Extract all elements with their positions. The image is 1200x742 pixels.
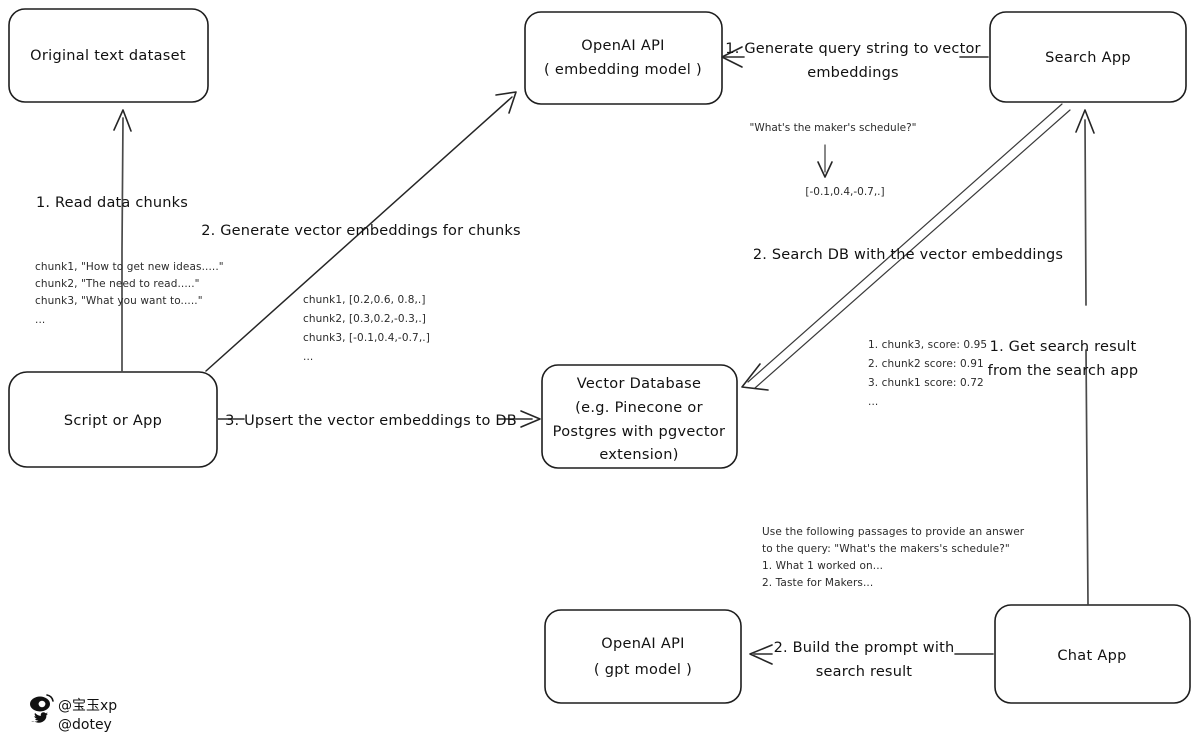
edge-get-search-result: 1. Get search result from the search app <box>988 109 1139 605</box>
node-box-openai-api-gpt[interactable] <box>544 609 742 704</box>
annotation-prompt-line-3: 1. What 1 worked on... <box>762 560 883 572</box>
node-box-original-text-dataset[interactable] <box>8 8 209 103</box>
edge-label-get-search-result-line2: from the search app <box>988 363 1139 379</box>
signature-weibo-handle: @宝玉xp <box>58 698 117 714</box>
node-label-openai-api-embedding-line1: OpenAI API <box>581 38 664 54</box>
node-label-chat-app: Chat App <box>1057 648 1126 664</box>
edge-label-generate-query-string-line2: embeddings <box>807 65 899 81</box>
signature-twitter-handle: @dotey <box>58 717 112 733</box>
annotation-query-string: "What's the maker's schedule?" <box>750 122 917 134</box>
edge-line-get-search-result-lower <box>1085 349 1089 605</box>
edge-label-generate-vector-embeddings: 2. Generate vector embeddings for chunks <box>201 223 521 239</box>
arrowhead-read-data-chunks <box>113 109 132 132</box>
annotation-search-results-note: 1. chunk3, score: 0.95 2. chunk2 score: … <box>868 339 987 408</box>
annotation-embedded-chunks-line-3: chunk3, [-0.1,0.4,-0.7,.] <box>303 332 430 344</box>
edge-generate-vector-embeddings: 2. Generate vector embeddings for chunks <box>201 91 521 372</box>
annotation-raw-chunks-line-4: ... <box>35 314 45 326</box>
edge-upsert-to-db: 3. Upsert the vector embeddings to DB <box>216 410 541 429</box>
edge-line-generate-vector-embeddings <box>205 96 513 372</box>
annotation-search-results-line-1: 1. chunk3, score: 0.95 <box>868 339 987 351</box>
node-search-app[interactable]: Search App <box>989 11 1187 103</box>
node-label-openai-api-embedding-line2: ( embedding model ) <box>544 62 702 78</box>
node-label-openai-api-gpt-line1: OpenAI API <box>601 636 684 652</box>
node-label-original-text-dataset: Original text dataset <box>30 48 186 64</box>
annotation-prompt-line-2: to the query: "What's the makers's sched… <box>762 543 1010 555</box>
annotation-raw-chunks-line-2: chunk2, "The need to read....." <box>35 278 200 290</box>
edge-label-search-db: 2. Search DB with the vector embeddings <box>753 247 1063 263</box>
edge-build-prompt: 2. Build the prompt with search result <box>749 640 994 680</box>
weibo-icon <box>30 694 54 712</box>
edge-line-read-data-chunks <box>121 117 124 373</box>
annotation-transform-arrowhead <box>817 161 833 178</box>
arrowhead-generate-query-string <box>721 46 743 68</box>
annotation-embedded-chunks-note: chunk1, [0.2,0.6, 0.8,.] chunk2, [0.3,0.… <box>303 294 430 363</box>
edge-line-search-db-a <box>747 103 1063 383</box>
annotation-query-transform-note: "What's the maker's schedule?" [-0.1,0.4… <box>750 122 917 198</box>
node-box-search-app[interactable] <box>989 11 1187 103</box>
annotation-search-results-line-2: 2. chunk2 score: 0.91 <box>868 358 984 370</box>
node-label-script-or-app: Script or App <box>64 413 162 429</box>
node-openai-api-embedding[interactable]: OpenAI API ( embedding model ) <box>524 11 723 105</box>
edge-label-generate-query-string-line1: 1. Generate query string to vector <box>725 41 980 57</box>
node-box-openai-api-embedding[interactable] <box>524 11 723 105</box>
signature-watermark: @宝玉xp @dotey <box>30 694 117 733</box>
node-label-vector-database-line1: Vector Database <box>577 376 702 392</box>
edge-search-db: 2. Search DB with the vector embeddings <box>741 103 1071 391</box>
annotation-embedded-chunks-line-2: chunk2, [0.3,0.2,-0.3,.] <box>303 313 426 325</box>
edge-label-build-prompt-line1: 2. Build the prompt with <box>774 640 955 656</box>
node-original-text-dataset[interactable]: Original text dataset <box>8 8 209 103</box>
node-label-openai-api-gpt-line2: ( gpt model ) <box>594 662 692 678</box>
arrowhead-get-search-result <box>1075 109 1095 134</box>
annotation-search-results-line-3: 3. chunk1 score: 0.72 <box>868 377 984 389</box>
annotation-prompt-line-1: Use the following passages to provide an… <box>762 526 1025 538</box>
node-openai-api-gpt[interactable]: OpenAI API ( gpt model ) <box>544 609 742 704</box>
node-label-vector-database-line2: (e.g. Pinecone or <box>575 400 703 416</box>
node-script-or-app[interactable]: Script or App <box>8 371 218 468</box>
node-label-vector-database-line4: extension) <box>599 447 678 463</box>
annotation-search-results-line-4: ... <box>868 396 878 408</box>
annotation-prompt-note: Use the following passages to provide an… <box>762 526 1025 589</box>
arrowhead-build-prompt <box>749 644 773 665</box>
annotation-embedded-chunks-line-4: ... <box>303 351 313 363</box>
twitter-icon <box>31 712 49 723</box>
node-chat-app[interactable]: Chat App <box>994 604 1191 704</box>
edge-label-build-prompt-line2: search result <box>816 664 913 680</box>
node-box-chat-app[interactable] <box>994 604 1191 704</box>
edge-generate-query-string: 1. Generate query string to vector embed… <box>721 41 989 81</box>
arrowhead-search-db <box>741 363 769 391</box>
annotation-query-vector: [-0.1,0.4,-0.7,.] <box>805 186 884 198</box>
node-vector-database[interactable]: Vector Database (e.g. Pinecone or Postgr… <box>541 364 738 469</box>
annotation-embedded-chunks-line-1: chunk1, [0.2,0.6, 0.8,.] <box>303 294 426 306</box>
annotation-raw-chunks-note: chunk1, "How to get new ideas....." chun… <box>35 261 224 326</box>
node-box-vector-database[interactable] <box>541 364 738 469</box>
annotation-raw-chunks-line-1: chunk1, "How to get new ideas....." <box>35 261 224 273</box>
edge-label-read-data-chunks: 1. Read data chunks <box>36 195 188 211</box>
annotation-raw-chunks-line-3: chunk3, "What you want to....." <box>35 295 203 307</box>
edge-label-get-search-result-line1: 1. Get search result <box>990 339 1137 355</box>
edge-label-upsert-to-db: 3. Upsert the vector embeddings to DB <box>225 413 517 429</box>
edge-line-get-search-result-upper <box>1084 119 1087 306</box>
edge-line-search-db-b <box>754 109 1071 389</box>
node-label-search-app: Search App <box>1045 50 1131 66</box>
edge-read-data-chunks: 1. Read data chunks <box>36 109 188 373</box>
annotation-prompt-line-4: 2. Taste for Makers... <box>762 577 873 589</box>
arrowhead-generate-vector-embeddings <box>495 91 517 114</box>
node-label-vector-database-line3: Postgres with pgvector <box>553 424 726 440</box>
arrowhead-upsert-to-db <box>520 410 541 428</box>
